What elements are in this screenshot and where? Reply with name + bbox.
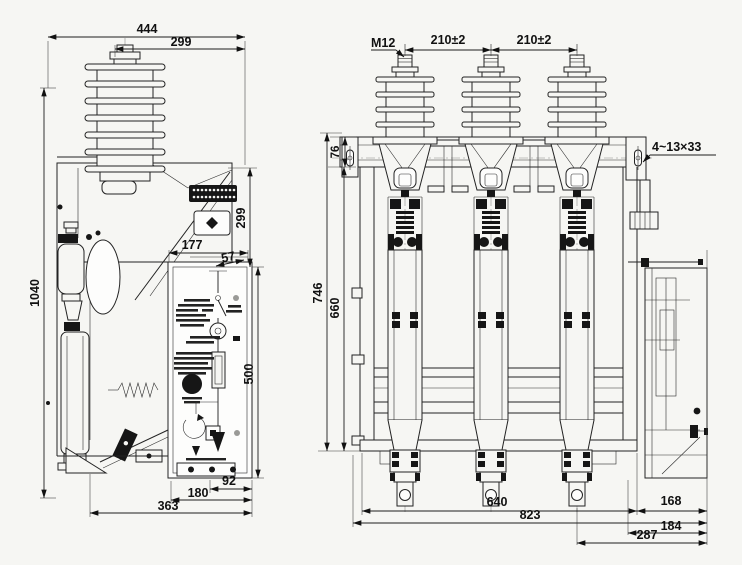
- front-dimensions: M12 210±2 210±2 4~13×33 76 746 660: [311, 33, 716, 546]
- dim-bottom-mid-label: 180: [188, 486, 209, 500]
- dim-frame-height-label: 660: [328, 298, 342, 319]
- indicator-box: [193, 210, 231, 236]
- dim-right-offset-label: 168: [661, 494, 682, 508]
- diamond-icon: [206, 217, 218, 229]
- body-opening: [85, 239, 121, 315]
- dim-frame-width-label: 640: [487, 495, 508, 509]
- dim-height-total-label: 746: [311, 283, 325, 304]
- dim-bottom-inner-label: 92: [222, 474, 236, 488]
- dim-panel-height-label: 500: [242, 364, 256, 385]
- mechanism-button: [693, 407, 701, 415]
- side-bushing: [84, 38, 166, 195]
- terminal-thread-label: M12: [371, 36, 395, 50]
- dim-panel-depth-label: 57: [220, 249, 237, 266]
- dim-right-total-label: 287: [637, 528, 658, 542]
- spring: [117, 381, 159, 399]
- dim-width-total-label: 823: [520, 508, 541, 522]
- side-mechanism-box: [628, 179, 708, 479]
- side-mechanism: [57, 381, 171, 474]
- mounting-slots-label: 4~13×33: [652, 140, 701, 154]
- dim-bottom-total-label: 363: [158, 499, 179, 513]
- dim-upper-right-height-label: 299: [234, 208, 248, 229]
- mounting-slot-right: [625, 136, 647, 181]
- dim-top-width-label: 444: [137, 22, 158, 36]
- side-view: 444 299 1040 299 177 57 500: [28, 22, 264, 517]
- panel-screw: [234, 430, 240, 436]
- dim-top-inner-label: 299: [171, 35, 192, 49]
- mechanism-handle: [690, 425, 698, 438]
- dim-height-total-label: 1040: [28, 279, 42, 307]
- panel-screw: [233, 295, 239, 301]
- nameplate-text: [174, 299, 242, 461]
- dim-top-offset-label: 76: [330, 146, 342, 159]
- push-button: [182, 374, 202, 394]
- front-view: M12 210±2 210±2 4~13×33 76 746 660: [311, 33, 716, 546]
- dim-panel-width-label: 177: [182, 238, 203, 252]
- operation-diagram: [182, 401, 225, 456]
- terminal-strip: [189, 185, 237, 202]
- dim-phase-spacing-right-label: 210±2: [517, 33, 552, 47]
- dim-right-inner-label: 184: [661, 519, 682, 533]
- side-dimensions: 444 299 1040 299 177 57 500: [28, 22, 264, 517]
- control-panel: [167, 256, 253, 479]
- dim-phase-spacing-left-label: 210±2: [431, 33, 466, 47]
